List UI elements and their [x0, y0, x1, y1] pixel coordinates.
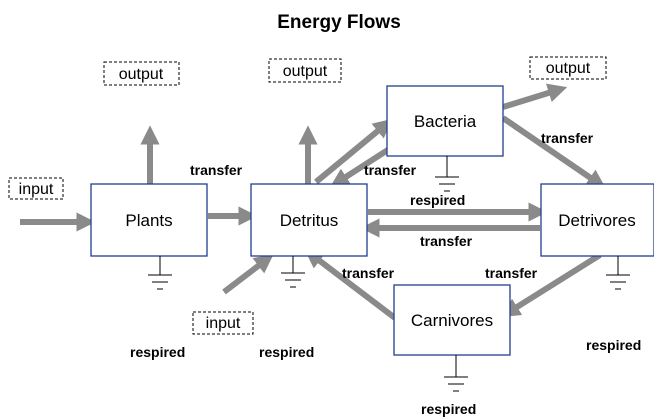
arrow-input-to-detritus: [222, 254, 274, 295]
node-plants-label: Plants: [125, 211, 172, 230]
output-box-plants: output: [103, 61, 180, 86]
diagram-title: Energy Flows: [277, 12, 401, 33]
respired-label-detrivores: respired: [586, 337, 641, 353]
arrow-bacteria-to-detritus: [329, 143, 396, 188]
input-box-bottom: input: [192, 311, 254, 335]
ground-icon-detrivores: [606, 256, 630, 290]
output-box-detritus: output: [268, 58, 342, 83]
output-detritus-label: output: [283, 63, 328, 80]
arrow-bacteria-output: [502, 83, 568, 110]
output-plants-label: output: [119, 66, 164, 83]
ground-icon-detritus: [281, 256, 305, 288]
label-bacteria-to-detritus: transfer: [364, 162, 417, 178]
label-detritus-to-detrivores: respired: [410, 192, 465, 208]
node-detritus: Detritus: [250, 183, 368, 257]
arrow-carnivores-to-detritus: [304, 249, 397, 321]
label-carnivores-to-detritus: transfer: [342, 265, 395, 281]
input-box-left: input: [8, 177, 64, 200]
label-detrivores-to-carnivores: transfer: [485, 265, 538, 281]
respired-label-plants: respired: [130, 344, 185, 360]
node-bacteria-label: Bacteria: [414, 112, 477, 131]
respired-label-detritus: respired: [259, 344, 314, 360]
node-detrivores: Detrivores: [540, 183, 654, 257]
label-detrivores-to-detritus: transfer: [420, 233, 473, 249]
arrow-detrivores-to-carnivores: [500, 252, 602, 318]
arrow-bacteria-to-detrivores: [501, 115, 606, 189]
input-bottom-label: input: [206, 315, 241, 332]
arrow-detritus-to-bacteria: [314, 118, 393, 185]
node-carnivores: Carnivores: [393, 284, 511, 356]
node-plants: Plants: [90, 183, 208, 257]
respired-label-carnivores: respired: [421, 401, 476, 417]
node-carnivores-label: Carnivores: [411, 311, 493, 330]
node-detritus-label: Detritus: [280, 211, 339, 230]
label-plants-to-detritus: transfer: [190, 162, 243, 178]
label-bacteria-to-detrivores: transfer: [541, 130, 594, 146]
input-left-label: input: [19, 181, 54, 198]
output-box-bacteria: output: [529, 56, 607, 80]
ground-icon-plants: [148, 256, 172, 290]
ground-icon-carnivores: [444, 355, 468, 392]
node-bacteria: Bacteria: [386, 85, 504, 157]
output-bacteria-label: output: [546, 60, 591, 77]
node-detrivores-label: Detrivores: [558, 211, 635, 230]
ground-icon-bacteria: [435, 156, 459, 192]
